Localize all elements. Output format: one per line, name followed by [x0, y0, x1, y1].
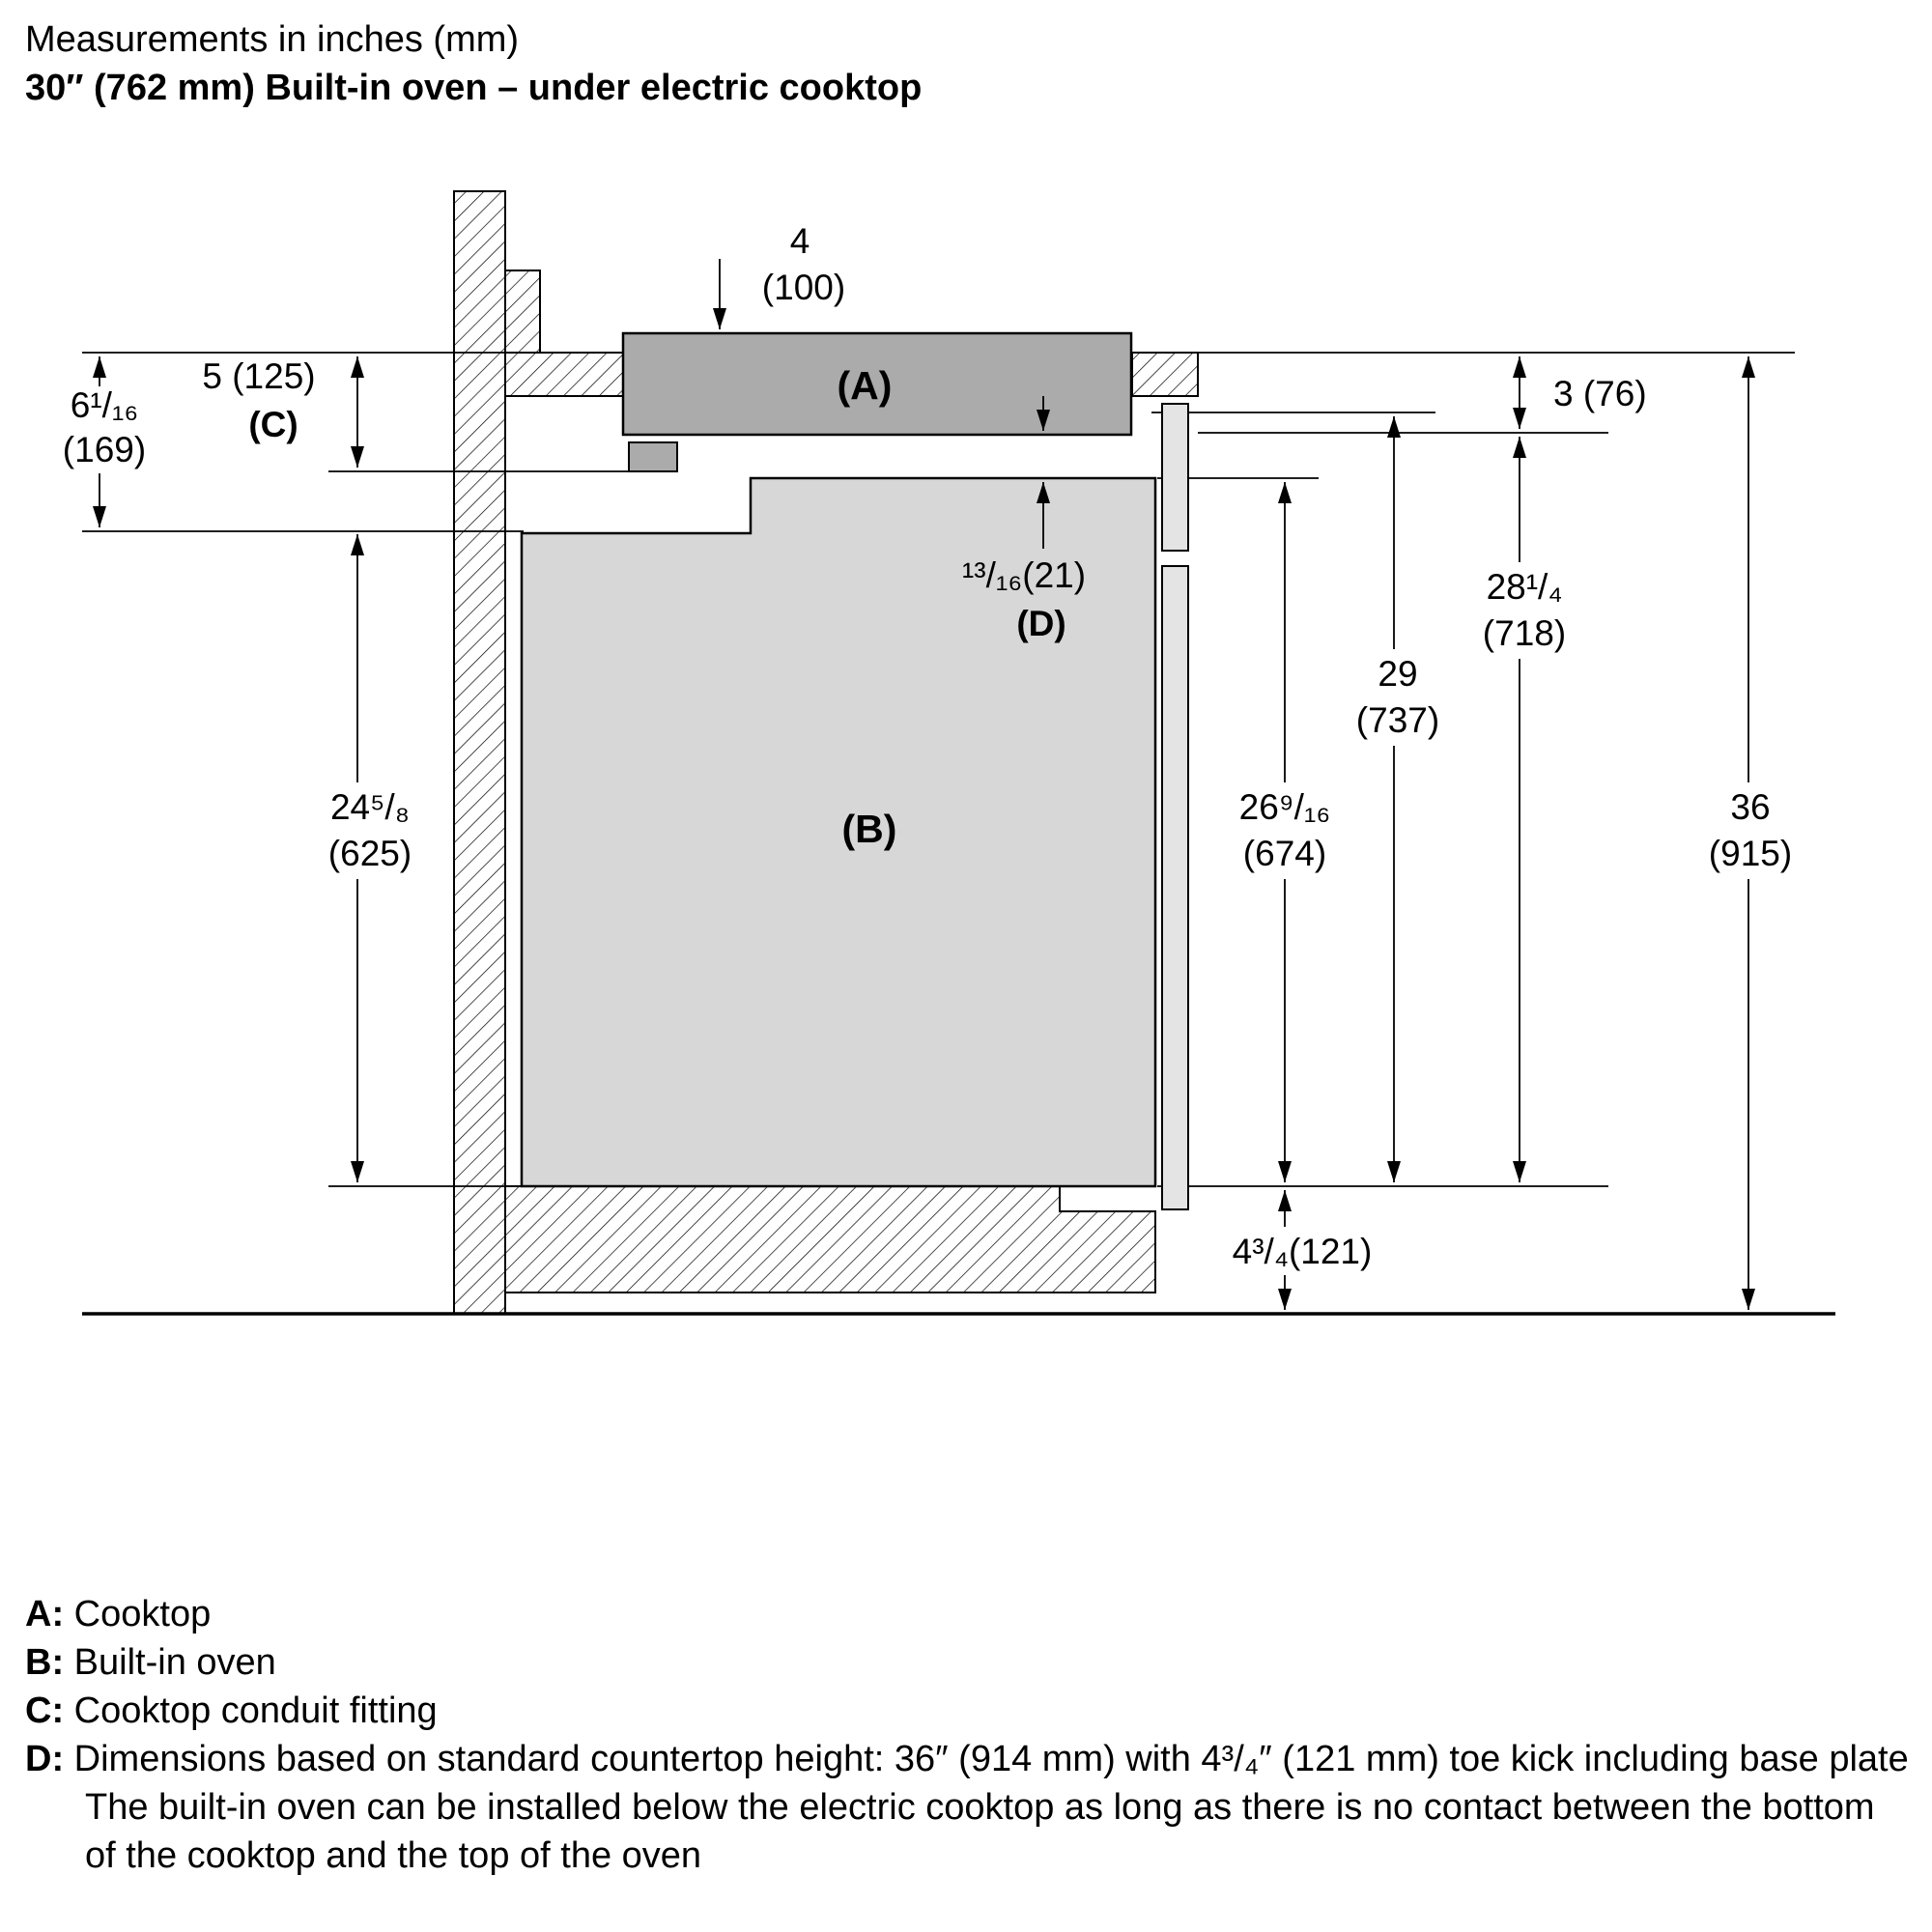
part-label-c: (C)	[248, 405, 298, 444]
dim-737-in: 29	[1378, 654, 1417, 694]
cabinet-panel-upper	[1161, 403, 1189, 552]
toe-kick-base	[504, 1185, 1156, 1293]
dim-718-mm: (718)	[1483, 613, 1566, 653]
dim-915-in: 36	[1730, 787, 1770, 827]
dim-674-mm: (674)	[1243, 834, 1326, 873]
dim-cooktop-depth-in: 4	[790, 221, 810, 261]
legend: A: Cooktop B: Built-in oven C: Cooktop c…	[25, 1590, 1909, 1880]
label-backing	[1678, 782, 1823, 879]
page-title: 30″ (762 mm) Built-in oven – under elect…	[25, 68, 923, 108]
dim-737-mm: (737)	[1356, 700, 1439, 740]
countertop-left	[504, 352, 629, 397]
dim-cooktop-depth-mm: (100)	[762, 268, 845, 307]
legend-item-a: A: Cooktop	[25, 1590, 1909, 1638]
conduit-fitting	[628, 441, 678, 472]
wall-section	[453, 190, 506, 1315]
cabinet-panel-lower	[1161, 565, 1189, 1210]
dim-toe-kick: 4³/₄(121)	[1233, 1232, 1373, 1271]
dim-oven-height-mm: (625)	[328, 834, 412, 873]
installation-diagram: 4 (100) 6¹/₁₆ (169) 5 (125) (C) 24⁵/₈ (6…	[63, 190, 1835, 1316]
countertop-right	[1131, 352, 1199, 397]
dim-169-mm: (169)	[63, 430, 146, 469]
units-note: Measurements in inches (mm)	[25, 19, 520, 60]
legend-note: The built-in oven can be installed below…	[85, 1787, 1875, 1876]
legend-text-c: Cooktop conduit fitting	[73, 1690, 438, 1731]
legend-item-c: C: Cooktop conduit fitting	[25, 1687, 1909, 1735]
dim-915-mm: (915)	[1709, 834, 1792, 873]
legend-key-c: C:	[25, 1690, 65, 1731]
label-backing	[1441, 562, 1607, 659]
dim-718-in: 28¹/₄	[1487, 567, 1563, 607]
legend-item-b: B: Built-in oven	[25, 1638, 1909, 1687]
label-backing	[1201, 782, 1370, 879]
dim-674-in: 26⁹/₁₆	[1239, 787, 1331, 827]
header: Measurements in inches (mm) 30″ (762 mm)…	[25, 15, 922, 112]
legend-item-d: D: Dimensions based on standard countert…	[25, 1735, 1909, 1783]
label-backing	[290, 782, 450, 879]
part-label-a: (A)	[838, 363, 893, 408]
legend-text-d: Dimensions based on standard countertop …	[73, 1739, 1909, 1779]
dim-conduit: 5 (125)	[202, 356, 315, 396]
backsplash-section	[504, 270, 541, 354]
dim-169-in: 6¹/₁₆	[71, 385, 139, 425]
oven-body	[520, 476, 1157, 1188]
legend-key-d: D:	[25, 1739, 65, 1779]
legend-key-a: A:	[25, 1594, 65, 1634]
legend-key-b: B:	[25, 1642, 65, 1683]
legend-text-b: Built-in oven	[73, 1642, 276, 1683]
part-label-d: (D)	[1016, 604, 1065, 643]
dim-76: 3 (76)	[1553, 374, 1647, 413]
label-backing	[1325, 649, 1470, 746]
dim-oven-height-in: 24⁵/₈	[330, 787, 410, 827]
legend-text-a: Cooktop	[73, 1594, 212, 1634]
dim-gap-d: ¹³/₁₆(21)	[962, 555, 1086, 595]
part-label-b: (B)	[842, 807, 897, 851]
